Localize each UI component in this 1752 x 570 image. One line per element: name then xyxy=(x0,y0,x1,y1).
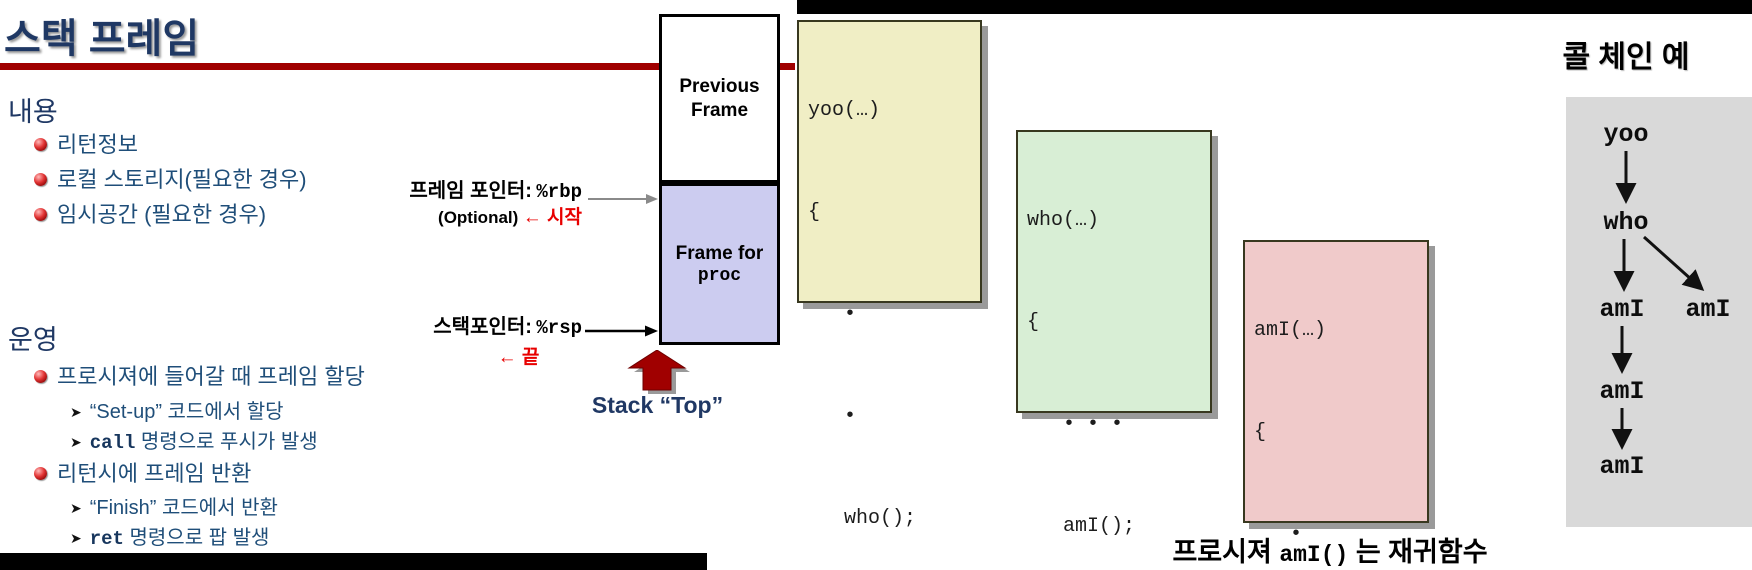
code-line: • xyxy=(808,303,857,326)
code-line: { xyxy=(1027,311,1040,334)
code-line: { xyxy=(808,201,821,224)
sub-text: “Set-up” 코드에서 할당 xyxy=(89,401,284,423)
bottom-black-bar xyxy=(0,553,707,570)
arrow-bullet-icon: ➤ xyxy=(70,434,82,450)
stack-pointer-label: 스택포인터: %rsp xyxy=(330,310,582,339)
chain-node-yoo: yoo xyxy=(1603,120,1649,149)
rsp-register: %rsp xyxy=(536,317,582,339)
sub-list-item: ➤ “Finish” 코드에서 반환 xyxy=(70,495,278,522)
sub-text: ret 명령으로 팝 발생 xyxy=(90,525,270,553)
list-item: 프로시져에 들어갈 때 프레임 할당 xyxy=(34,361,365,393)
frame-pointer-label: 프레임 포인터: %rbp xyxy=(330,174,582,203)
sub-list-item: ➤ “Set-up” 코드에서 할당 xyxy=(70,399,284,426)
section-heading-content: 내용 xyxy=(8,97,58,127)
chain-node-ami-4: amI xyxy=(1599,452,1645,481)
list-item: 리턴정보 xyxy=(34,129,307,161)
end-note: ← 끝 xyxy=(497,347,540,368)
arrow-bullet-icon: ➤ xyxy=(70,404,82,420)
code-line: who(); xyxy=(808,507,917,530)
stack-pointer-text: 스택포인터: xyxy=(433,316,532,338)
code-line: amI(…) xyxy=(1254,319,1327,342)
proc-name: proc xyxy=(697,265,742,286)
caption-code: amI() xyxy=(1279,542,1349,568)
code-line: • xyxy=(808,405,857,428)
chain-node-ami-left: amI xyxy=(1599,295,1645,324)
frame-for-label: Frame for xyxy=(675,243,764,265)
sub-text: call 명령으로 푸시가 발생 xyxy=(90,429,318,457)
previous-frame-box: Previous Frame xyxy=(659,14,780,183)
code-line: amI(); xyxy=(1027,515,1136,538)
call-chain-title: 콜 체인 예 xyxy=(1562,41,1690,74)
stack-top-label: Stack “Top” xyxy=(591,392,724,418)
stack-top-arrow-icon xyxy=(627,350,690,394)
frame-pointer-text: 프레임 포인터: xyxy=(409,180,532,202)
frame-pointer-note: (Optional) ← 시작 xyxy=(330,202,610,229)
code-box-yoo: yoo(…) { • • who(); • • } xyxy=(797,20,982,530)
sub-text: “Finish” 코드에서 반환 xyxy=(89,497,278,519)
list-item: 로컬 스토리지(필요한 경우) xyxy=(34,164,307,196)
chain-node-ami-3: amI xyxy=(1599,377,1645,406)
frame-for-proc-box: Frame for proc xyxy=(659,183,780,345)
rsp-arrow xyxy=(585,325,658,337)
caption-pre: 프로시져 xyxy=(1172,537,1280,567)
start-note: ← 시작 xyxy=(522,207,582,228)
call-keyword: call xyxy=(89,432,136,454)
bullet-text: 프로시져에 들어갈 때 프레임 할당 xyxy=(57,364,365,389)
sub-text-rest: 명령으로 푸시가 발생 xyxy=(135,431,318,453)
top-black-bar xyxy=(797,0,1752,14)
arrow-bullet-icon: ➤ xyxy=(70,500,82,516)
bullet-text: 리턴시에 프레임 반환 xyxy=(57,461,252,486)
page-title: 스택 프레임 xyxy=(4,17,200,61)
red-sphere-bullet-icon xyxy=(34,208,47,221)
bullet-text: 임시공간 (필요한 경우) xyxy=(57,202,267,227)
recursive-caption: 프로시져 amI() 는 재귀함수 xyxy=(1120,530,1540,569)
caption-post: 는 재귀함수 xyxy=(1348,537,1488,567)
code-box-ami: amI(…) { • • amI(); • • } xyxy=(1243,240,1429,546)
rbp-register: %rbp xyxy=(536,181,582,203)
sub-list-item: ➤ ret 명령으로 팝 발생 xyxy=(70,525,269,553)
rbp-arrow xyxy=(588,194,658,204)
chain-node-who: who xyxy=(1603,208,1649,237)
code-line: • xyxy=(1254,523,1303,546)
chain-node-ami-right: amI xyxy=(1685,295,1731,324)
call-chain-arrows xyxy=(1611,151,1705,450)
red-sphere-bullet-icon xyxy=(34,173,47,186)
content-bullet-list: 리턴정보 로컬 스토리지(필요한 경우) 임시공간 (필요한 경우) xyxy=(34,129,307,231)
sub-text-rest: 명령으로 팝 발생 xyxy=(123,527,270,549)
arrow-bullet-icon: ➤ xyxy=(70,530,82,546)
title-rule xyxy=(0,63,795,70)
code-line: • • • xyxy=(1027,413,1124,436)
code-line: who(…) xyxy=(1027,209,1100,232)
red-sphere-bullet-icon xyxy=(34,370,47,383)
red-sphere-bullet-icon xyxy=(34,467,47,480)
code-box-who: who(…) { • • • amI(); • • • amI(); • • •… xyxy=(1016,130,1212,538)
red-sphere-bullet-icon xyxy=(34,138,47,151)
call-chain-panel xyxy=(1566,97,1752,527)
bullet-text: 로컬 스토리지(필요한 경우) xyxy=(57,167,307,192)
previous-frame-label: Previous Frame xyxy=(679,75,760,121)
section-heading-ops: 운영 xyxy=(8,325,58,355)
ret-keyword: ret xyxy=(89,528,124,550)
optional-text: (Optional) xyxy=(438,208,519,227)
list-item: 임시공간 (필요한 경우) xyxy=(34,199,307,231)
sub-list-item: ➤ call 명령으로 푸시가 발생 xyxy=(70,429,318,457)
code-line: yoo(…) xyxy=(808,99,881,122)
list-item: 리턴시에 프레임 반환 xyxy=(34,458,251,490)
bullet-text: 리턴정보 xyxy=(57,132,138,157)
code-line: { xyxy=(1254,421,1267,444)
